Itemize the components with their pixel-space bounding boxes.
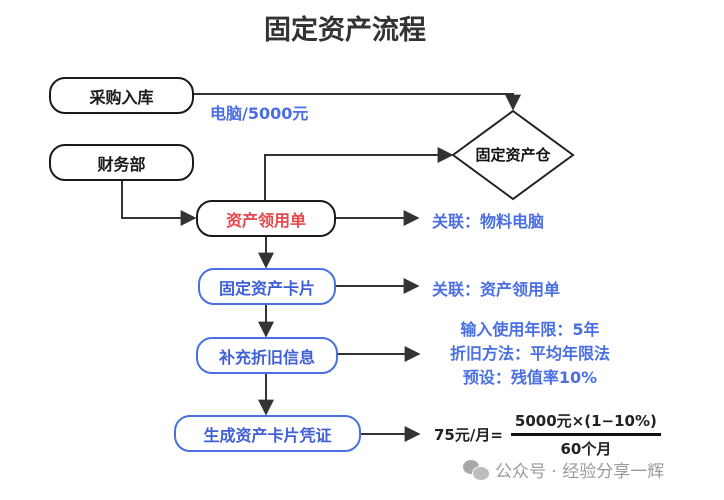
note-requisition-link: 关联：物料电脑 bbox=[432, 212, 545, 231]
note-depreciation-line: 折旧方法：平均年限法 bbox=[449, 344, 610, 363]
watermark: 公众号 · 经验分享一辉 bbox=[463, 457, 664, 482]
note-depreciation: 输入使用年限：5年 折旧方法：平均年限法 预设：残值率10% bbox=[415, 318, 645, 390]
wechat-icon bbox=[463, 459, 490, 481]
formula-result: 75元/月= bbox=[434, 426, 503, 444]
node-depreciation-label: 补充折旧信息 bbox=[218, 347, 315, 367]
node-asset-card: 固定资产卡片 bbox=[198, 268, 336, 305]
edge-requisition-to-warehouse bbox=[264, 147, 454, 200]
node-purchase-label: 采购入库 bbox=[89, 87, 154, 107]
edge-finance-to-requisition bbox=[121, 181, 197, 226]
page-title: 固定资产流程 bbox=[264, 15, 426, 46]
node-finance: 财务部 bbox=[49, 144, 194, 181]
node-asset-card-label: 固定资产卡片 bbox=[218, 278, 315, 298]
note-purchase-edge: 电脑/5000元 bbox=[210, 104, 309, 123]
node-purchase: 采购入库 bbox=[49, 77, 194, 114]
warehouse-diamond bbox=[451, 109, 575, 201]
note-depreciation-line: 预设：残值率10% bbox=[462, 368, 598, 387]
node-finance-label: 财务部 bbox=[97, 154, 146, 174]
formula-denominator: 60个月 bbox=[560, 440, 612, 458]
depreciation-formula: 75元/月= 5000元×(1−10%) 60个月 bbox=[434, 410, 661, 459]
watermark-text: 公众号 · 经验分享一辉 bbox=[495, 462, 665, 482]
node-depreciation: 补充折旧信息 bbox=[196, 337, 338, 374]
node-warehouse-label: 固定资产仓 bbox=[475, 146, 551, 164]
edge-purchase-to-warehouse bbox=[193, 93, 521, 111]
note-asset-card-link: 关联：资产领用单 bbox=[432, 280, 561, 299]
note-depreciation-line: 输入使用年限：5年 bbox=[460, 320, 600, 339]
node-voucher: 生成资产卡片凭证 bbox=[174, 415, 361, 452]
node-requisition-label: 资产领用单 bbox=[225, 210, 306, 230]
formula-fraction: 5000元×(1−10%) 60个月 bbox=[510, 410, 661, 459]
node-requisition: 资产领用单 bbox=[196, 200, 336, 237]
formula-numerator: 5000元×(1−10%) bbox=[510, 410, 661, 436]
node-voucher-label: 生成资产卡片凭证 bbox=[203, 425, 332, 445]
